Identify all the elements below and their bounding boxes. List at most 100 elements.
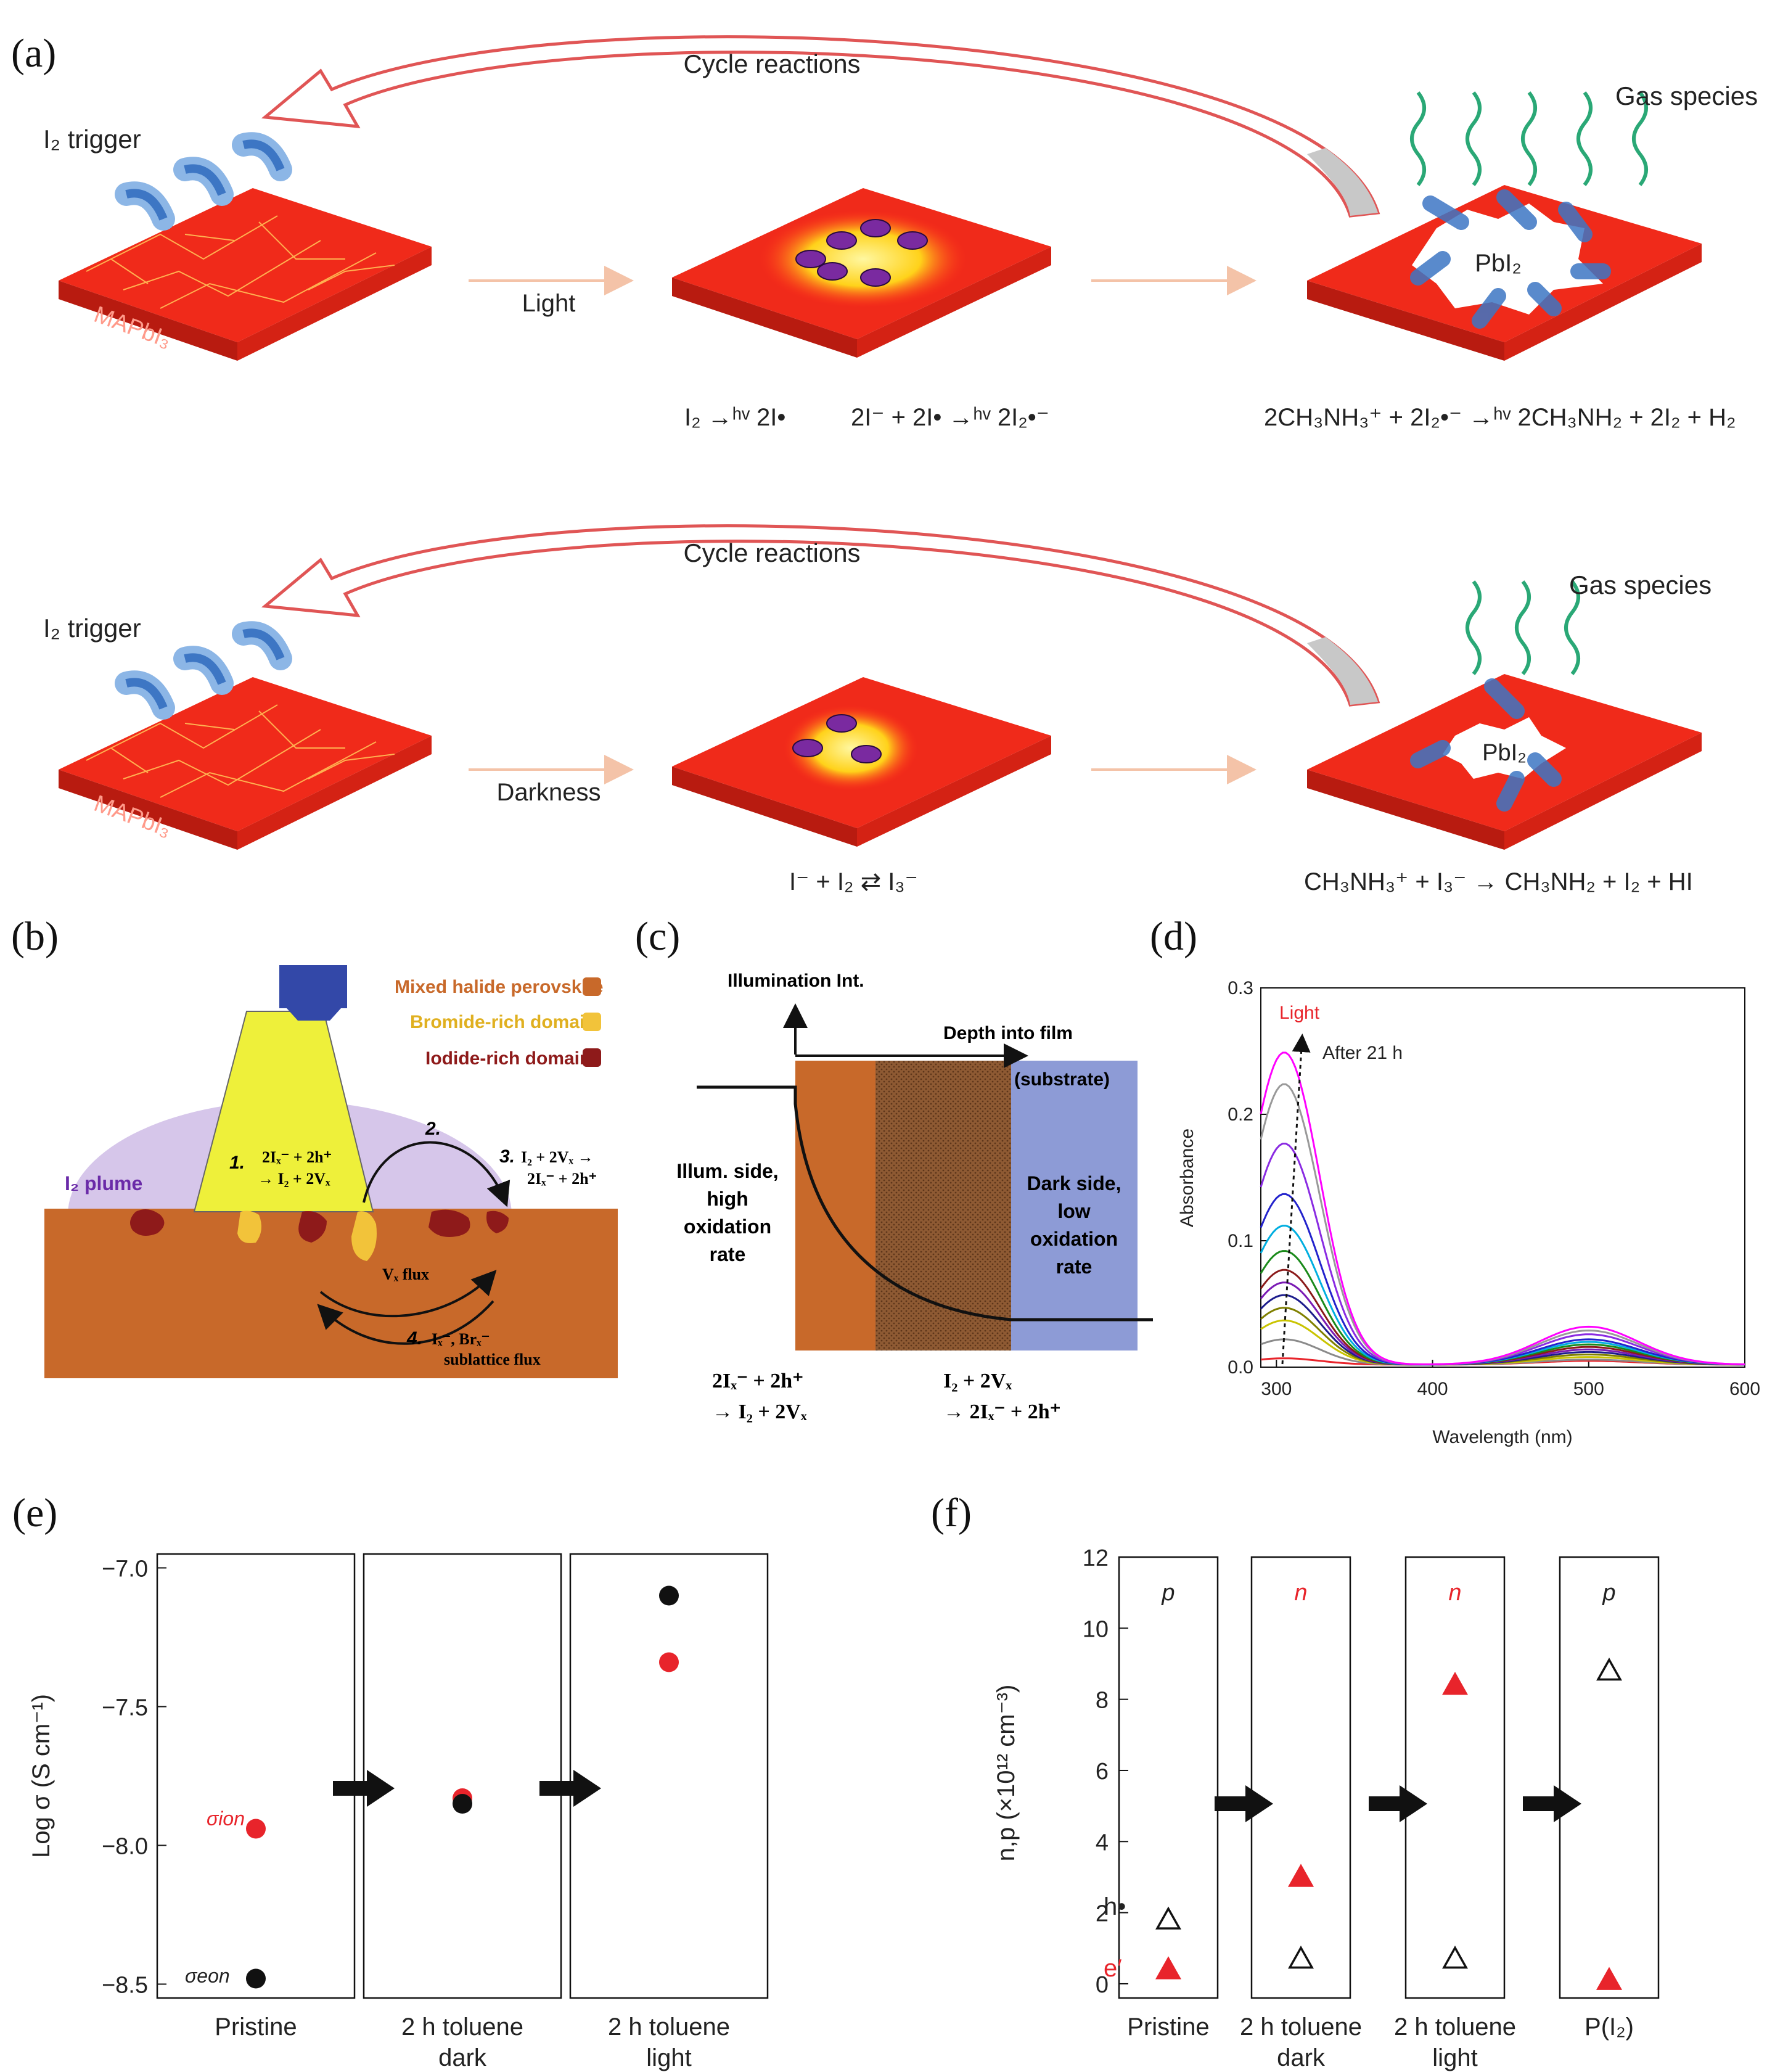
e-y-tick-label: −8.0 bbox=[102, 1834, 148, 1860]
f-category-label: Pristine bbox=[1127, 2013, 1209, 2041]
domains bbox=[130, 1209, 509, 1261]
d-arrow-label: After 21 h bbox=[1322, 1043, 1403, 1063]
e-data-point bbox=[659, 1585, 679, 1606]
f-transition-arrow bbox=[1523, 1785, 1581, 1822]
light-source bbox=[279, 965, 347, 1008]
c-eq-right-2: → 2Iₓ⁻ + 2h⁺ bbox=[943, 1400, 1061, 1423]
f-subplot-frame bbox=[1250, 1556, 1351, 1999]
d-y-tick-label: 0.3 bbox=[1228, 978, 1253, 998]
f-e-label: e′ bbox=[1104, 1955, 1122, 1982]
eq-bottom-1: I⁻ + I₂ ⇄ I₃⁻ bbox=[789, 868, 918, 895]
f-data-point bbox=[1288, 1946, 1314, 1969]
f-y-tick-label: 0 bbox=[1096, 1972, 1109, 1998]
gas-species-top bbox=[1410, 91, 1648, 186]
illum-region bbox=[795, 1061, 875, 1350]
c-eq-left-1: 2Iₓ⁻ + 2h⁺ bbox=[712, 1370, 803, 1392]
f-y-tick-label: 10 bbox=[1083, 1616, 1109, 1642]
sublattice-flux-arrow bbox=[317, 1300, 494, 1345]
legend-mixed: Mixed halide perovskite bbox=[395, 977, 603, 997]
f-category-label: 2 h toluene bbox=[1240, 2013, 1362, 2041]
d-spectrum-curve bbox=[1260, 1051, 1745, 1365]
dark-side-line1: Dark side, bbox=[1027, 1172, 1121, 1194]
step4-eq-b: sublattice flux bbox=[444, 1350, 541, 1368]
e-data-point bbox=[246, 1819, 266, 1839]
cycle-label-bottom: Cycle reactions bbox=[683, 538, 860, 567]
eq-top-1: I₂ →ʰᵛ 2I• bbox=[684, 404, 785, 431]
step3-eq-a: I₂ + 2Vₓ → bbox=[521, 1148, 593, 1166]
illum-side-line3: oxidation bbox=[684, 1215, 771, 1238]
e-y-tick-label: −8.5 bbox=[102, 1973, 148, 1999]
step2-arrow bbox=[363, 1141, 510, 1207]
f-type-label: p bbox=[1602, 1580, 1615, 1606]
f-h-label: h• bbox=[1104, 1893, 1126, 1920]
f-data-point bbox=[1442, 1946, 1468, 1969]
perovskite-film bbox=[44, 1209, 618, 1378]
c-eq-right-1: I₂ + 2Vₓ bbox=[943, 1370, 1012, 1392]
c-y-label: Illumination Int. bbox=[728, 971, 864, 991]
dark-side-line3: oxidation bbox=[1030, 1228, 1118, 1250]
e-y-tick-label: −7.5 bbox=[102, 1695, 148, 1721]
f-subplot-frame bbox=[1559, 1556, 1660, 1999]
panel-e-letter: (e) bbox=[12, 1490, 57, 1536]
d-curves bbox=[1260, 1051, 1745, 1366]
step4-eq-a: Iₓ⁻, Brₓ⁻ bbox=[432, 1330, 490, 1348]
legend-iodide-swatch bbox=[583, 1048, 601, 1067]
panel-f-letter: (f) bbox=[931, 1490, 972, 1536]
f-transition-arrow bbox=[1369, 1785, 1427, 1822]
f-transition-arrow bbox=[1215, 1785, 1273, 1822]
e-category-label: Pristine bbox=[215, 2013, 297, 2041]
film-slab-2 bbox=[672, 188, 1051, 358]
d-x-tick-label: 400 bbox=[1417, 1379, 1448, 1399]
f-type-label: n bbox=[1294, 1580, 1307, 1606]
d-y-tick-label: 0.2 bbox=[1228, 1104, 1253, 1125]
d-x-label: Wavelength (nm) bbox=[1432, 1427, 1572, 1447]
dark-side-line4: rate bbox=[1056, 1256, 1093, 1278]
cycle-arrow-bottom-shade bbox=[1307, 637, 1378, 705]
iodine-trigger-arrows-bottom bbox=[115, 621, 292, 720]
step-label-bottom: Darkness bbox=[497, 779, 601, 806]
vx-flux-label: Vₓ flux bbox=[382, 1265, 429, 1283]
f-subplot-frame bbox=[1404, 1556, 1506, 1999]
f-y-tick-label: 12 bbox=[1083, 1545, 1109, 1571]
d-spectrum-curve bbox=[1260, 1281, 1745, 1366]
illum-side-text: Illum. side, high oxidation rate bbox=[676, 1160, 778, 1265]
step1-eq-a: 2Iₓ⁻ + 2h⁺ bbox=[262, 1148, 332, 1166]
e-transition-arrow bbox=[539, 1770, 601, 1807]
cycle-arrow-top-shade bbox=[1307, 148, 1378, 216]
step1-eq-b: → I₂ + 2Vₓ bbox=[258, 1170, 330, 1188]
e-category-label: 2 h toluene bbox=[608, 2013, 730, 2041]
f-type-label: p bbox=[1161, 1580, 1175, 1606]
illumination-decay-curve bbox=[697, 1085, 1153, 1322]
eq-top-3: 2CH₃NH₃⁺ + 2I₂•⁻ →ʰᵛ 2CH₃NH₂ + 2I₂ + H₂ bbox=[1264, 404, 1736, 431]
step-label-top: Light bbox=[522, 290, 576, 317]
legend-bromide-swatch bbox=[583, 1013, 601, 1031]
plume-label: I₂ plume bbox=[65, 1172, 142, 1194]
e-category-label: dark bbox=[438, 2044, 487, 2071]
step3-number: 3. bbox=[499, 1146, 515, 1167]
f-subplot-frame bbox=[1118, 1556, 1219, 1999]
illum-side-line4: rate bbox=[710, 1243, 746, 1265]
f-data-point bbox=[1442, 1672, 1468, 1695]
f-y-tick-label: 4 bbox=[1096, 1830, 1109, 1856]
e-category-label: light bbox=[646, 2044, 691, 2071]
dark-side-text: Dark side, low oxidation rate bbox=[1027, 1172, 1121, 1278]
d-plot-frame bbox=[1260, 987, 1745, 1368]
d-x-tick-label: 500 bbox=[1573, 1379, 1604, 1399]
panel-a-top-row: Cycle reactions I₂ trigger MAPbI₃ bbox=[43, 35, 1758, 431]
iodine-trigger-arrows-top bbox=[115, 132, 292, 231]
e-category-label: 2 h toluene bbox=[401, 2013, 523, 2041]
pbi2-label-top: PbI₂ bbox=[1475, 250, 1522, 277]
cycle-label-top: Cycle reactions bbox=[683, 49, 860, 78]
transition-region bbox=[875, 1061, 1011, 1350]
e-chart: Pristine 2 h toluene dark 2 h toluene light −… bbox=[102, 1553, 769, 2071]
e-subplot-frame bbox=[156, 1553, 356, 1999]
c-x-label: Depth into film bbox=[943, 1023, 1073, 1043]
eq-bottom-2: CH₃NH₃⁺ + I₃⁻ → CH₃NH₂ + I₂ + HI bbox=[1304, 868, 1693, 895]
pbi2-label-bottom: PbI₂ bbox=[1482, 740, 1527, 766]
film-slab-6: PbI₂ bbox=[1307, 674, 1702, 850]
e-y-tick-label: −7.0 bbox=[102, 1556, 148, 1582]
gas-label-top: Gas species bbox=[1615, 81, 1758, 110]
f-y-tick-label: 8 bbox=[1096, 1688, 1109, 1714]
